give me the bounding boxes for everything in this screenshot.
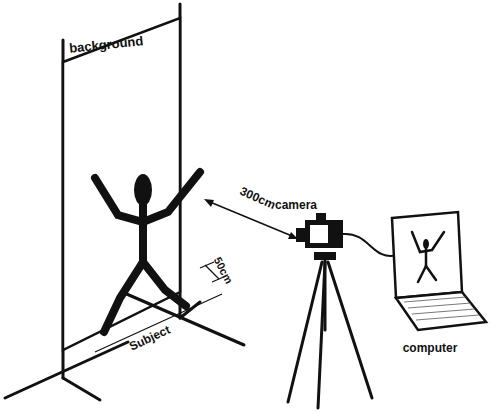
cable <box>343 234 398 256</box>
dimension-lines <box>95 262 226 352</box>
tripod <box>288 260 372 408</box>
subject-label: Subject <box>128 323 172 352</box>
background-frame <box>5 4 244 400</box>
laptop <box>392 212 486 330</box>
device-label: camera <box>275 199 317 211</box>
device-label: computer <box>403 342 458 354</box>
camera <box>296 213 343 260</box>
distance-label: 300cm <box>238 185 277 211</box>
subject-figure <box>95 172 200 332</box>
